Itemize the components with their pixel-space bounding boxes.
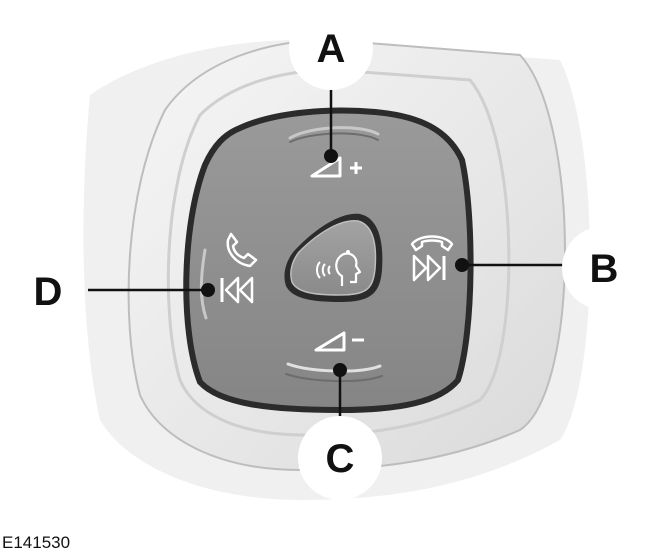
callout-b-label: B (590, 247, 619, 291)
callout-dots (201, 149, 469, 377)
callout-c: C (298, 416, 382, 500)
phone-end-icon (410, 235, 454, 252)
callout-a-label: A (317, 27, 346, 71)
callout-c-label: C (326, 437, 355, 481)
volume-down-icon (314, 331, 364, 352)
callout-leaders (88, 88, 566, 418)
seek-next-button[interactable] (410, 235, 454, 282)
callout-b: B (562, 226, 646, 310)
voice-command-button[interactable] (284, 213, 383, 302)
seek-previous-icon (220, 276, 254, 304)
voice-command-icon (316, 250, 362, 286)
callout-d-label: D (34, 270, 63, 314)
seek-next-icon (412, 254, 446, 282)
callout-a: A (289, 6, 373, 90)
volume-up-button[interactable] (288, 126, 380, 178)
volume-up-icon (310, 156, 362, 178)
phone-accept-icon (226, 232, 258, 268)
callout-d: D (34, 270, 63, 314)
figure-code: E141530 (2, 533, 71, 552)
